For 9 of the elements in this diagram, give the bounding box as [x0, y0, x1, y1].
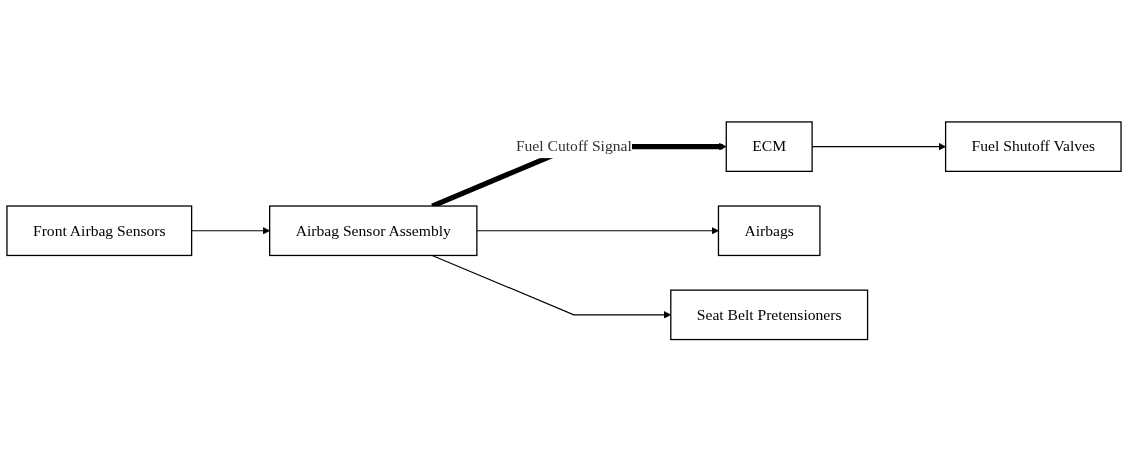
- node-box: Seat Belt Pretensioners: [670, 289, 869, 341]
- node-box: Front Airbag Sensors: [6, 205, 193, 257]
- node-box: Airbags: [717, 205, 821, 257]
- arrow: [476, 227, 719, 235]
- node-box: Fuel Shutoff Valves: [944, 121, 1122, 173]
- arrow: [191, 227, 270, 235]
- node-box: ECM: [725, 121, 813, 173]
- node-box: Airbag Sensor Assembly: [269, 205, 478, 257]
- edge-label: Fuel Cutoff Signal: [515, 137, 632, 156]
